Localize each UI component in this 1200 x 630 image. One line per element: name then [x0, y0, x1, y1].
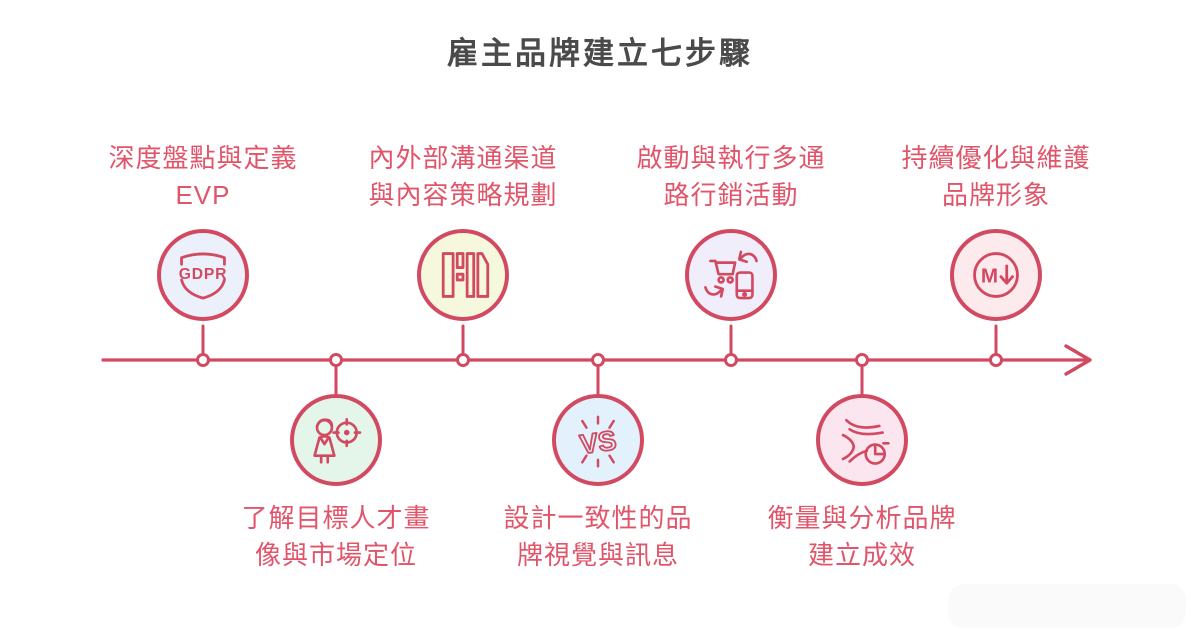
step-label: 了解目標人才畫 像與市場定位 [241, 500, 430, 574]
step-label-line1: 深度盤點與定義 [108, 143, 298, 173]
step-circle [816, 394, 908, 486]
step-label-line2: 牌視覺與訊息 [516, 540, 679, 570]
timeline-node [855, 353, 869, 367]
step-circle: GDPR [157, 229, 249, 321]
timeline-node [329, 353, 343, 367]
step-label-line2: 品牌形象 [941, 180, 1050, 210]
step-label-line2: EVP [175, 180, 231, 210]
step-label-line1: 持續優化與維護 [901, 143, 1091, 173]
timeline-node [456, 353, 470, 367]
step-label-line1: 了解目標人才畫 [241, 503, 431, 533]
step-circle [290, 394, 382, 486]
step-6-measure-analyze: 衡量與分析品牌 建立成效 [730, 394, 994, 574]
step-label: 內外部溝通渠道 與內容策略規劃 [368, 140, 557, 214]
step-1-define-evp: 深度盤點與定義 EVP GDPR [71, 140, 335, 321]
step-label-line1: 設計一致性的品 [503, 503, 693, 533]
persona-target-icon [313, 418, 362, 464]
vs-comparison-icon: VS [577, 415, 619, 468]
step-circle [417, 229, 509, 321]
markdown-icon-text: M [981, 264, 998, 287]
step-label: 深度盤點與定義 EVP [108, 140, 297, 214]
gdpr-icon-text: GDPR [179, 266, 228, 283]
step-7-optimize-maintain: 持續優化與維護 品牌形象 M [864, 140, 1128, 321]
step-label: 衡量與分析品牌 建立成效 [767, 500, 956, 574]
step-4-brand-visual-message: VS 設計一致性的品 牌視覺與訊息 [466, 394, 730, 574]
step-label-line2: 與內容策略規劃 [368, 180, 558, 210]
step-label-line2: 路行銷活動 [663, 180, 799, 210]
omnichannel-cart-phone-icon [704, 250, 758, 300]
step-label: 啟動與執行多通 路行銷活動 [636, 140, 825, 214]
analytics-flow-pie-icon [841, 418, 890, 465]
content-channels-icon [441, 252, 490, 298]
step-circle: VS [552, 394, 644, 486]
timeline-node [196, 353, 210, 367]
step-2-target-persona: 了解目標人才畫 像與市場定位 [204, 394, 468, 574]
optimize-markdown-icon: M [973, 252, 1019, 298]
timeline-arrowhead-icon [1064, 344, 1092, 376]
vs-icon-text: VS [578, 424, 618, 460]
step-5-multichannel-campaign: 啟動與執行多通 路行銷活動 [599, 140, 863, 321]
step-label-line1: 衡量與分析品牌 [767, 503, 957, 533]
page-title: 雇主品牌建立七步驟 [447, 36, 753, 71]
step-label-line2: 像與市場定位 [254, 540, 417, 570]
step-3-content-strategy: 內外部溝通渠道 與內容策略規劃 [331, 140, 595, 321]
step-circle: M [950, 229, 1042, 321]
watermark-remnant [948, 584, 1186, 628]
step-label-line2: 建立成效 [807, 540, 916, 570]
timeline-node [724, 353, 738, 367]
step-label-line1: 啟動與執行多通 [636, 143, 826, 173]
step-label: 設計一致性的品 牌視覺與訊息 [503, 500, 692, 574]
timeline-node [591, 353, 605, 367]
gdpr-shield-icon: GDPR [179, 252, 228, 300]
timeline-node [989, 353, 1003, 367]
step-label-line1: 內外部溝通渠道 [368, 143, 558, 173]
step-label: 持續優化與維護 品牌形象 [901, 140, 1090, 214]
step-circle [685, 229, 777, 321]
